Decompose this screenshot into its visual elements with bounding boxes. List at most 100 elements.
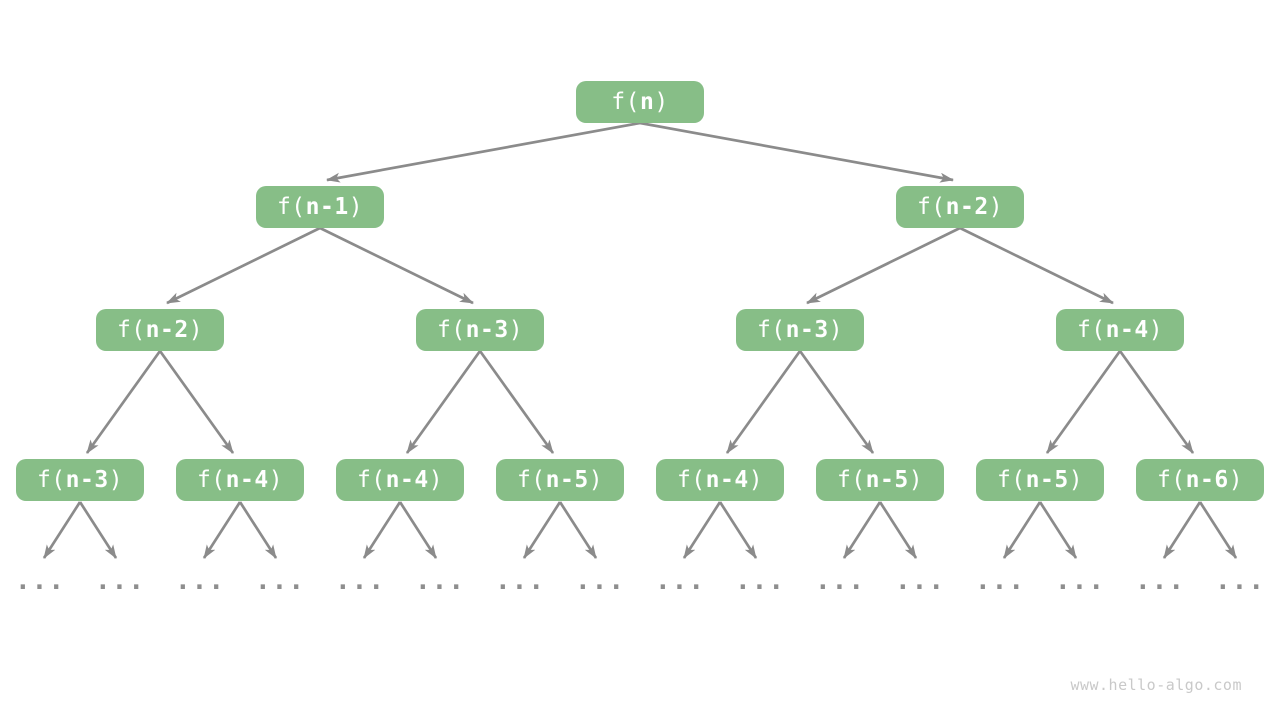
ellipsis: ...: [1135, 566, 1185, 596]
tree-edge-arrow: [319, 226, 474, 305]
tree-edge-arrow: [558, 501, 598, 559]
ellipsis: ...: [415, 566, 465, 596]
tree-edge-arrow: [362, 501, 402, 559]
tree-edge-arrow: [806, 226, 961, 305]
ellipsis: ...: [655, 566, 705, 596]
node-label-pre: f(: [356, 466, 386, 493]
ellipsis: ...: [15, 566, 65, 596]
tree-edge-arrow: [326, 121, 641, 183]
tree-node-f(n-5): f(n-5): [816, 459, 944, 501]
ellipsis: ...: [575, 566, 625, 596]
tree-edge-arrow: [238, 501, 278, 559]
tree-edge-arrow: [878, 501, 918, 559]
node-label-arg: n-4: [1105, 316, 1149, 343]
node-label-arg: n-3: [785, 316, 829, 343]
ellipsis: ...: [895, 566, 945, 596]
node-label-post: ): [268, 466, 284, 493]
tree-node-f(n-2): f(n-2): [96, 309, 224, 351]
node-label-arg: n-4: [705, 466, 749, 493]
tree-node-f(n-3): f(n-3): [16, 459, 144, 501]
tree-node-f(n-6): f(n-6): [1136, 459, 1264, 501]
tree-edge-arrow: [158, 350, 235, 454]
node-label-pre: f(: [836, 466, 866, 493]
node-label-arg: n-4: [385, 466, 429, 493]
node-label-pre: f(: [756, 316, 786, 343]
node-label-pre: f(: [116, 316, 146, 343]
watermark: www.hello-algo.com: [1070, 676, 1242, 694]
node-label-post: ): [188, 316, 204, 343]
tree-edge-arrow: [718, 501, 758, 559]
tree-node-f(n-5): f(n-5): [496, 459, 624, 501]
tree-edge-arrow: [1118, 350, 1195, 454]
tree-edge-arrow: [202, 501, 242, 559]
node-label-arg: n-5: [865, 466, 909, 493]
node-label-post: ): [348, 193, 364, 220]
tree-edge-arrow: [85, 350, 162, 454]
node-label-arg: n-1: [305, 193, 349, 220]
tree-edge-arrow: [1198, 501, 1238, 559]
ellipsis: ...: [815, 566, 865, 596]
node-label-pre: f(: [996, 466, 1026, 493]
ellipsis: ...: [1055, 566, 1105, 596]
tree-node-f(n-4): f(n-4): [1056, 309, 1184, 351]
tree-node-f(n-4): f(n-4): [336, 459, 464, 501]
ellipsis: ...: [95, 566, 145, 596]
tree-edge-arrow: [166, 226, 321, 305]
node-label-post: ): [988, 193, 1004, 220]
tree-edge-arrow: [78, 501, 118, 559]
node-label-arg: n-3: [65, 466, 109, 493]
node-label-arg: n-2: [945, 193, 989, 220]
node-label-post: ): [654, 88, 669, 115]
node-label-post: ): [428, 466, 444, 493]
tree-edge-arrow: [42, 501, 82, 559]
ellipsis: ...: [175, 566, 225, 596]
node-label-pre: f(: [1156, 466, 1186, 493]
node-label-pre: f(: [611, 88, 640, 115]
ellipsis: ...: [255, 566, 305, 596]
tree-node-f(n-2): f(n-2): [896, 186, 1024, 228]
tree-edge-arrow: [682, 501, 722, 559]
ellipsis: ...: [1215, 566, 1265, 596]
tree-edge-arrow: [522, 501, 562, 559]
tree-edge-arrow: [1162, 501, 1202, 559]
tree-node-f(n-1): f(n-1): [256, 186, 384, 228]
tree-edge-arrow: [1002, 501, 1042, 559]
tree-node-f(n-4): f(n-4): [656, 459, 784, 501]
tree-node-f(n-5): f(n-5): [976, 459, 1104, 501]
node-label-post: ): [1148, 316, 1164, 343]
node-label-pre: f(: [436, 316, 466, 343]
node-label-arg: n-4: [225, 466, 269, 493]
tree-edge-arrow: [725, 350, 802, 454]
node-label-pre: f(: [1076, 316, 1106, 343]
tree-edge-arrow: [1045, 350, 1122, 454]
tree-edge-arrow: [798, 350, 875, 454]
tree-node-f(n): f(n): [576, 81, 704, 123]
node-label-post: ): [508, 316, 524, 343]
node-label-post: ): [108, 466, 124, 493]
node-label-pre: f(: [276, 193, 306, 220]
node-label-pre: f(: [36, 466, 66, 493]
node-label-arg: n: [639, 88, 655, 115]
node-label-arg: n-3: [465, 316, 509, 343]
node-label-post: ): [828, 316, 844, 343]
node-label-arg: n-5: [1025, 466, 1069, 493]
node-label-post: ): [1228, 466, 1244, 493]
node-label-post: ): [588, 466, 604, 493]
tree-edge-arrow: [959, 226, 1114, 305]
node-label-arg: n-6: [1185, 466, 1229, 493]
ellipsis: ...: [975, 566, 1025, 596]
tree-edge-arrow: [842, 501, 882, 559]
tree-edge-arrow: [405, 350, 482, 454]
tree-node-f(n-3): f(n-3): [416, 309, 544, 351]
node-label-arg: n-2: [145, 316, 189, 343]
tree-edge-arrow: [478, 350, 555, 454]
tree-edge-arrow: [639, 121, 954, 183]
node-label-pre: f(: [676, 466, 706, 493]
tree-edge-arrow: [1038, 501, 1078, 559]
node-label-pre: f(: [196, 466, 226, 493]
ellipsis: ...: [335, 566, 385, 596]
tree-node-f(n-4): f(n-4): [176, 459, 304, 501]
node-label-post: ): [748, 466, 764, 493]
